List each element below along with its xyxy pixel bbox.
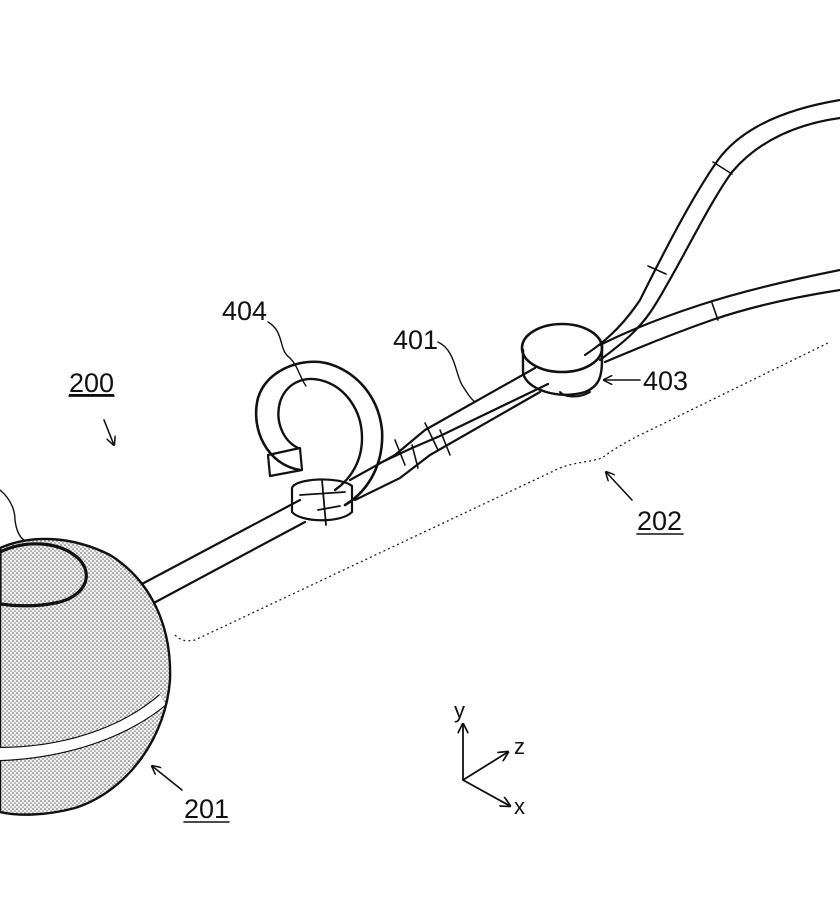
arrow-200: [104, 420, 114, 445]
leader-earpiece-top: [0, 490, 24, 540]
leader-401: [438, 342, 475, 402]
cable-loop: [585, 100, 840, 362]
axis-y-label: y: [454, 698, 465, 723]
label-201: 201: [184, 794, 229, 824]
label-401: 401: [393, 325, 438, 355]
axis-z-label: z: [514, 734, 525, 759]
slider-403: [522, 324, 602, 397]
earpiece-201: [0, 539, 170, 815]
arrow-201: [152, 766, 182, 790]
label-404: 404: [222, 296, 267, 326]
label-403: 403: [643, 366, 688, 396]
hook-404: [256, 362, 382, 525]
label-200: 200: [69, 368, 114, 398]
label-202: 202: [637, 506, 682, 536]
arrow-202: [606, 472, 632, 500]
coordinate-axes: y z x: [454, 698, 525, 819]
axis-x-label: x: [514, 794, 525, 819]
